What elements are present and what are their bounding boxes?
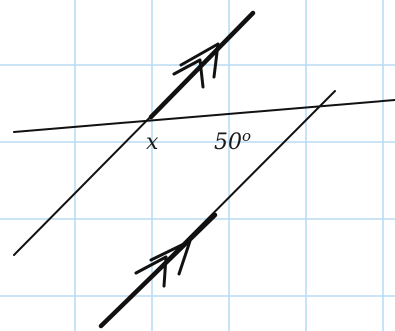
angle-x-label: x (146, 130, 159, 155)
left-arrowhead-2 (179, 42, 220, 79)
angle-value: 50 (214, 130, 242, 155)
angle-unit: o (242, 127, 251, 145)
left-double-arrowhead-icon (172, 42, 220, 89)
angle-value-label: 50o (214, 127, 251, 155)
left-arrowhead-1 (172, 58, 205, 89)
right-arrowhead-2 (149, 239, 192, 276)
right-double-arrowhead-icon (134, 239, 192, 288)
transversal-line (13, 99, 395, 133)
right-line-marker-segment (98, 212, 218, 329)
right-arrowhead-1 (134, 255, 168, 288)
